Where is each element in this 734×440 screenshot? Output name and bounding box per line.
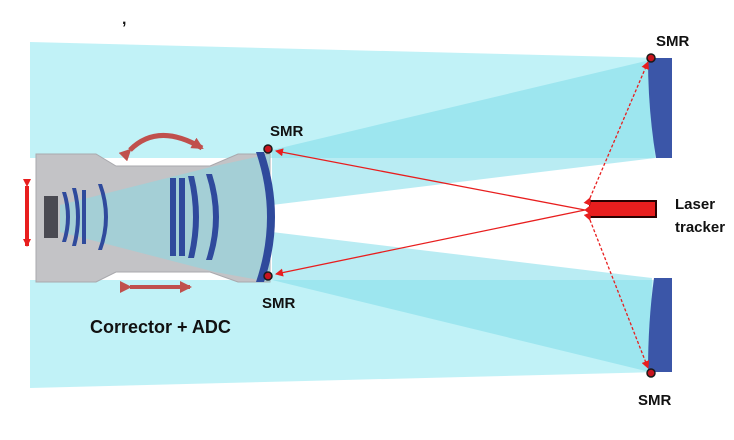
lens-5 xyxy=(188,176,199,258)
mirror-segments xyxy=(648,58,672,372)
laser-line-center-bottom xyxy=(275,204,593,277)
corrector-adc-label: Corrector + ADC xyxy=(90,317,231,337)
smr-center-bottom-label: SMR xyxy=(262,295,296,312)
laser-line-bottom-right xyxy=(583,212,650,369)
rotation-arrow xyxy=(118,133,204,162)
laser-lines xyxy=(275,61,650,369)
smr-bottom-right-label: SMR xyxy=(638,392,672,409)
laser-tracker-label-line1: Laser xyxy=(675,196,715,213)
upper-mirror-segment xyxy=(648,58,672,158)
adc-prism-2 xyxy=(179,178,185,256)
labels: , SMR SMR SMR SMR Laser tracker Correcto… xyxy=(90,11,725,409)
smr-center-top-marker xyxy=(263,144,273,154)
smr-center-bottom-marker xyxy=(263,271,273,281)
corrector-housing xyxy=(35,152,275,283)
laser-tracker-label-line2: tracker xyxy=(675,219,725,236)
lower-mirror-segment xyxy=(648,278,672,372)
smr-top-right-marker xyxy=(646,53,656,63)
lens-4 xyxy=(98,184,108,250)
inner-beam-cone xyxy=(60,154,270,282)
lens-1 xyxy=(62,192,70,242)
laser-line-center-top xyxy=(275,148,593,216)
laser-tracker xyxy=(589,200,657,218)
stray-mark: , xyxy=(122,11,126,28)
adc-prism-1 xyxy=(170,178,176,256)
lens-3 xyxy=(82,190,86,244)
smr-top-right-label: SMR xyxy=(656,33,690,50)
lens-6 xyxy=(206,174,219,260)
motion-arrows xyxy=(23,133,204,293)
smr-targets xyxy=(263,53,656,378)
detector-block xyxy=(44,196,58,238)
smr-bottom-right-marker xyxy=(646,368,656,378)
lens-2 xyxy=(72,188,80,246)
smr-center-top-label: SMR xyxy=(270,123,304,140)
corrector-front-lens xyxy=(256,152,275,282)
